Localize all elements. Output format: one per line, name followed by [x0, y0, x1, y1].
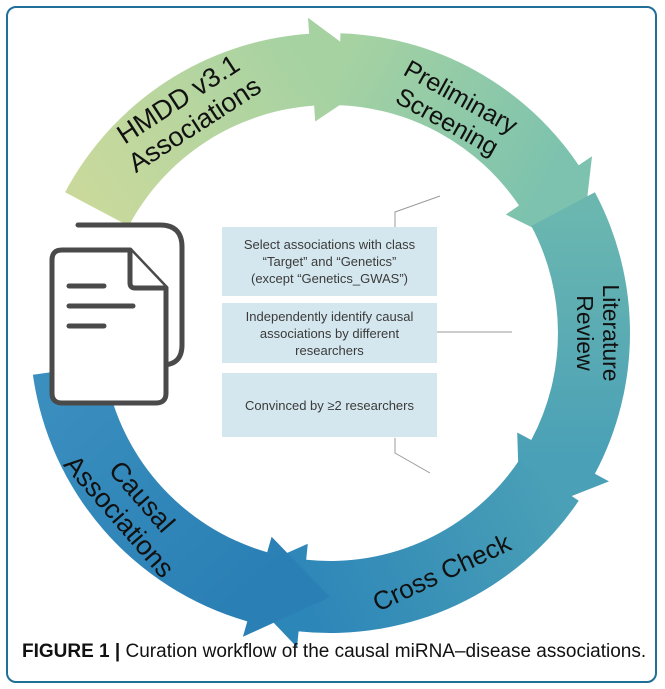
step-preliminary-screening-arrow [338, 33, 592, 252]
step-box-line: associations by different researchers [259, 325, 400, 358]
caption-text: Curation workflow of the causal miRNA–di… [120, 641, 647, 662]
connector-line-1 [394, 195, 441, 228]
step-box-line: Independently identify causal [245, 308, 414, 324]
step-box-screening-criteria: Select associations with class “Target” … [222, 227, 437, 296]
step-hmdd-associations-arrow [65, 17, 385, 226]
step-box-line: Select associations with class [243, 237, 416, 252]
step-literature-review-label: LiteratureReview [572, 284, 624, 381]
caption-label: FIGURE 1 | [22, 641, 121, 662]
step-causal-associations-arrow [32, 364, 331, 637]
connector-line-3 [394, 438, 431, 474]
step-box-line: Convinced by ≥2 researchers [245, 397, 414, 413]
connector-lines [394, 195, 512, 474]
page-fold [127, 247, 169, 291]
step-box-cross-check: Convinced by ≥2 researchers [222, 373, 437, 437]
document-stack-icon [49, 222, 185, 406]
step-box-line: “Target” and “Genetics” [262, 254, 397, 269]
figure-frame [6, 6, 657, 683]
step-literature-review-arrow [517, 192, 630, 517]
figure-caption: FIGURE 1 | Curation workflow of the caus… [22, 641, 646, 663]
step-box-literature-review: Independently identify causal associatio… [222, 303, 437, 363]
step-box-line: (except “Genetics_GWAS”) [250, 271, 408, 286]
